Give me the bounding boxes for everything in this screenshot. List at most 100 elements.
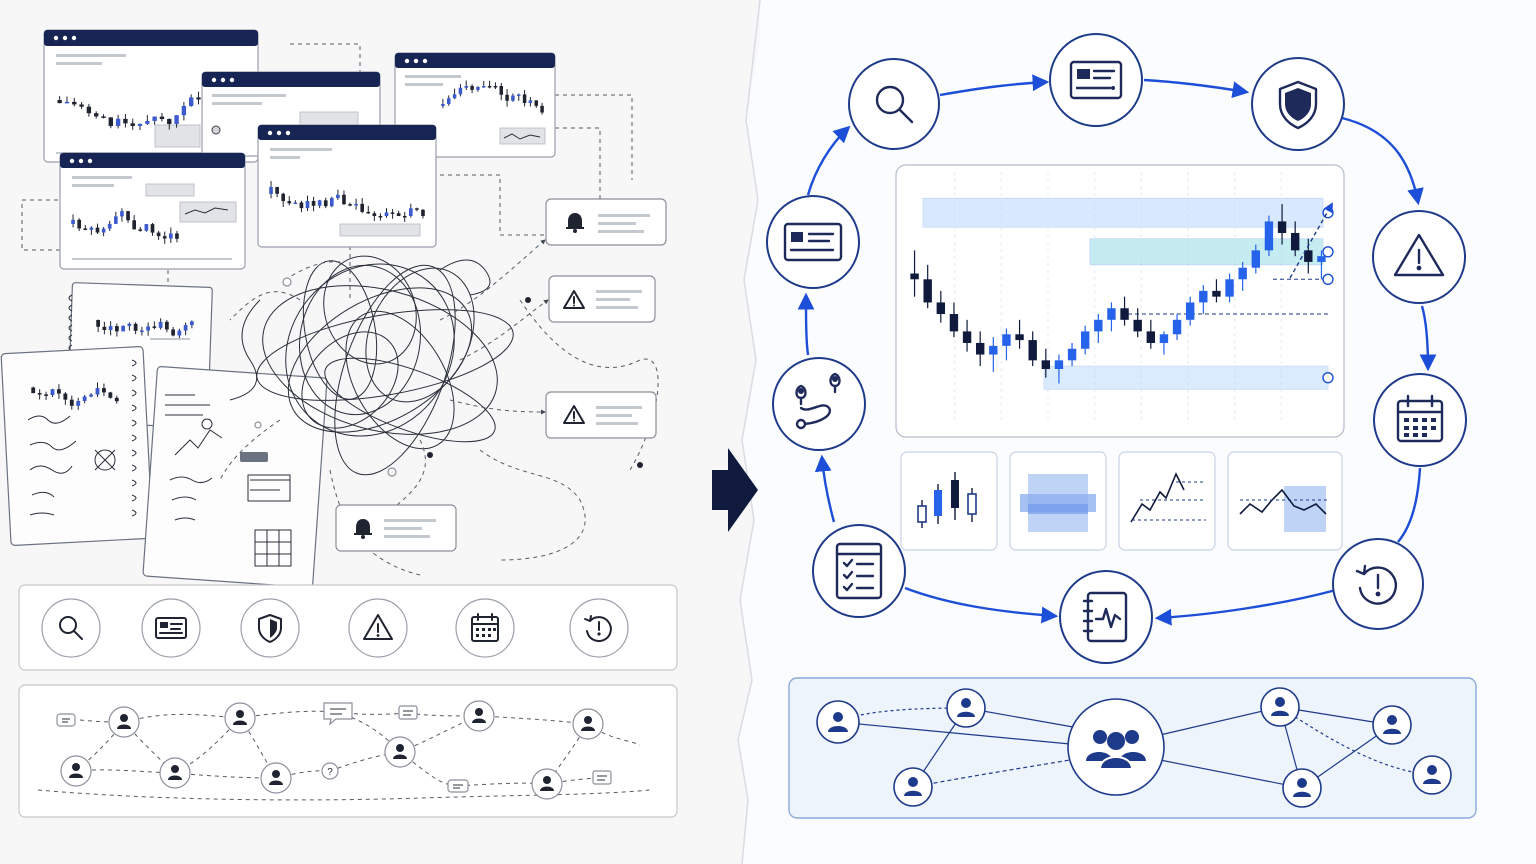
candle-body — [1120, 308, 1129, 320]
mini-card-zones[interactable] — [1009, 451, 1107, 551]
search-icon[interactable] — [41, 598, 101, 658]
mini-candle-body — [130, 123, 135, 126]
question-glyph: ? — [327, 767, 333, 778]
mini-candle-body — [372, 213, 377, 216]
id-card-icon[interactable] — [141, 598, 201, 658]
mini-candle-body — [76, 400, 81, 406]
id-card-icon[interactable] — [1049, 33, 1143, 127]
speech-bubble-icon — [56, 713, 76, 727]
speech-bubble-icon: ? — [321, 762, 339, 780]
mini-candle-body — [323, 200, 328, 207]
price-zone — [1089, 238, 1324, 266]
speech-bubble-icon — [592, 770, 612, 785]
warning-icon[interactable] — [348, 598, 408, 658]
mini-candle-body — [57, 100, 62, 104]
mini-candle-body — [329, 198, 334, 207]
mini-candle-body — [452, 94, 457, 99]
alert-history-icon[interactable] — [569, 598, 629, 658]
shield-icon[interactable] — [240, 598, 300, 658]
mini-candle-body — [528, 100, 533, 104]
mini-candle-body — [447, 98, 451, 105]
mini-candle-body — [102, 326, 107, 330]
calendar-icon[interactable] — [1373, 373, 1467, 467]
price-zone — [1043, 365, 1329, 390]
range-zone-icon — [1239, 486, 1330, 532]
mini-candle-body — [175, 233, 179, 239]
mini-candle-body — [152, 326, 157, 328]
mini-candles — [31, 382, 119, 410]
mini-candle-body — [114, 397, 119, 402]
mini-candle-body — [522, 94, 527, 104]
candle-body — [1317, 256, 1326, 262]
journal-icon[interactable] — [1059, 570, 1153, 664]
zone-marker[interactable] — [1322, 246, 1334, 258]
mini-candle-body — [281, 193, 286, 202]
mini-candles — [441, 80, 544, 115]
mini-candle-body — [348, 204, 352, 206]
warning-icon — [563, 290, 585, 309]
mini-candle-body — [102, 388, 106, 393]
mini-candle-body — [108, 117, 113, 126]
mini-candle-body — [57, 389, 61, 394]
mini-card-trendline[interactable] — [1118, 451, 1216, 551]
mini-candle-body — [107, 223, 112, 229]
warning-icon[interactable] — [1372, 210, 1466, 304]
candle-body — [1067, 348, 1077, 361]
mini-candle-body — [269, 187, 273, 194]
level-marker[interactable] — [1322, 273, 1334, 285]
right-organized-scene — [766, 33, 1477, 819]
candle-body — [1146, 331, 1156, 343]
person-node — [260, 762, 292, 794]
notebook-3 — [142, 365, 328, 589]
zone-marker[interactable] — [1322, 371, 1334, 384]
mini-candle-body — [169, 233, 173, 239]
mini-candle-body — [101, 228, 106, 233]
calendar-icon[interactable] — [455, 598, 515, 658]
mini-candles — [57, 91, 245, 131]
mini-candle-body — [287, 201, 292, 204]
checklist-icon[interactable] — [812, 524, 906, 618]
person-node — [60, 755, 92, 787]
mini-candle-body — [384, 212, 389, 216]
mini-candle-body — [408, 208, 413, 216]
mini-candle-body — [108, 392, 113, 398]
mini-candle-body — [189, 97, 194, 106]
shield-icon[interactable] — [1251, 57, 1345, 151]
person-node — [463, 700, 495, 732]
mini-candle-body — [517, 94, 521, 96]
candle-body — [1015, 334, 1024, 341]
mini-card-candlesticks[interactable] — [900, 451, 998, 551]
mini-candle-body — [299, 202, 304, 209]
mini-candle-body — [183, 325, 188, 331]
mini-candle-body — [89, 394, 93, 397]
profile-card-icon[interactable] — [766, 195, 860, 289]
mini-candle-body — [505, 94, 509, 101]
mini-candle-body — [499, 86, 503, 95]
candle-body — [1002, 334, 1011, 346]
mini-candle-body — [121, 325, 125, 332]
mini-candles — [269, 181, 425, 222]
search-icon[interactable] — [848, 58, 940, 150]
chart-window-5 — [257, 124, 437, 248]
mini-candle-body — [402, 216, 407, 218]
mini-candle-body — [493, 86, 498, 88]
tangled-scribble — [229, 255, 514, 476]
team-icon[interactable] — [1067, 698, 1165, 796]
person-node — [384, 736, 416, 768]
mini-card-range[interactable] — [1227, 451, 1343, 551]
mini-candle-body — [133, 323, 138, 331]
candle-body — [1251, 250, 1261, 268]
candle-body — [1041, 360, 1051, 370]
route-icon[interactable] — [772, 357, 866, 451]
mini-candle-body — [342, 194, 346, 205]
mini-candle-body — [96, 320, 100, 327]
mini-candle-body — [487, 86, 492, 88]
mini-candle-body — [95, 388, 100, 395]
mini-candle-body — [396, 213, 401, 216]
alert-history-icon[interactable] — [1332, 538, 1424, 630]
candle-body — [1277, 221, 1287, 233]
arrow-right-icon — [712, 448, 758, 532]
person-node — [224, 702, 256, 734]
mini-candle-body — [69, 399, 74, 406]
mini-candle-body — [293, 202, 298, 204]
